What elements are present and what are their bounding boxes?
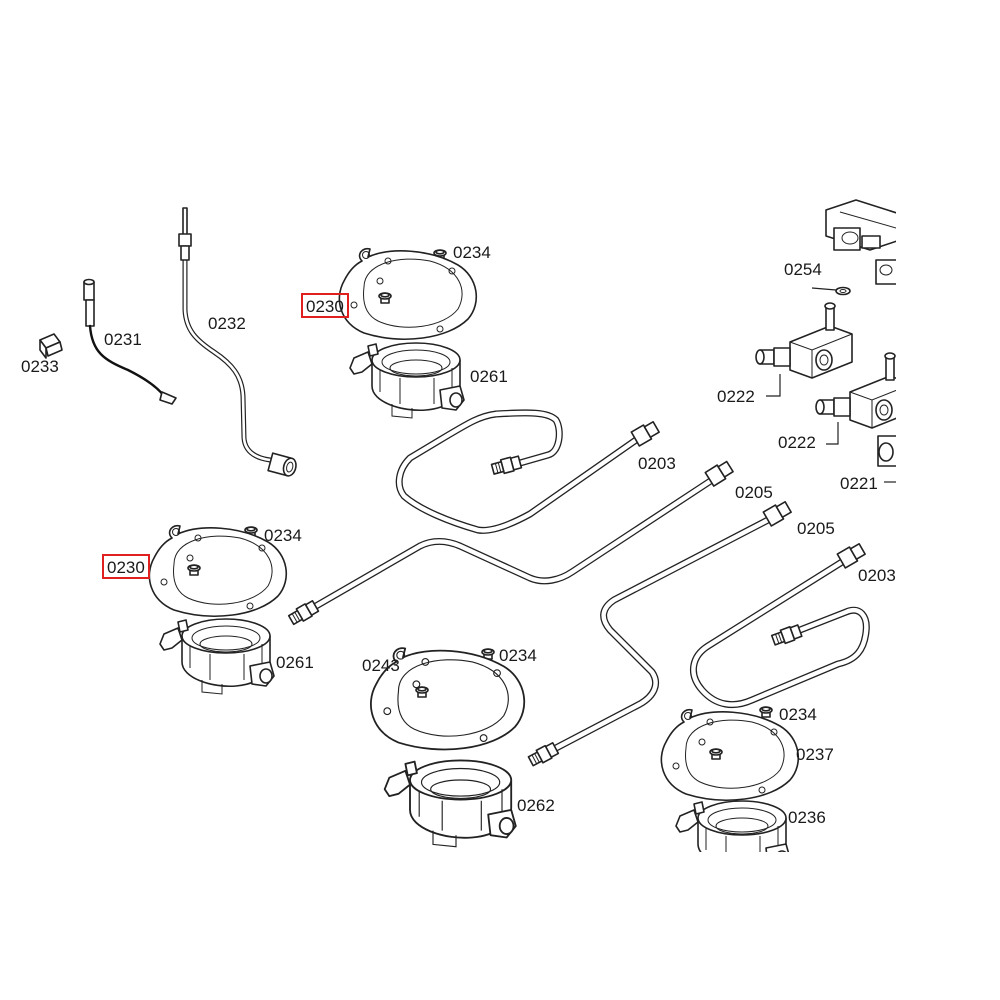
screw-0234-right: [759, 706, 773, 718]
gasket-screw-right: [709, 748, 723, 760]
clip-0233: [39, 333, 63, 359]
burner-assembly-center: [370, 647, 526, 848]
pipe-fitting-0205-left: [286, 599, 320, 627]
pipe-fitting-0205-right: [526, 741, 560, 769]
burner-0261-left: [159, 618, 275, 695]
leader-0222-b: [826, 422, 839, 445]
label-0203-top: 0203: [638, 454, 676, 473]
leader-0254: [811, 287, 837, 291]
control-valves: [755, 199, 896, 467]
burner-assembly-top: [338, 247, 478, 419]
label-0203-right: 0203: [858, 566, 896, 585]
burner-assembly-right: [660, 706, 800, 852]
valve-bracket: [825, 199, 896, 285]
gas-pipe-0205-right: [526, 501, 792, 769]
label-0236: 0236: [788, 808, 826, 827]
label-0261-left: 0261: [276, 653, 314, 672]
highlight-box-0230-top: [301, 293, 349, 318]
burner-assembly-left: [148, 524, 288, 695]
valve-0222-a: [755, 302, 853, 379]
label-0230-top: 0230: [306, 297, 344, 316]
label-0232: 0232: [208, 314, 246, 333]
gasket-screw-center: [415, 686, 429, 698]
gas-pipe-0203-top: [395, 409, 660, 534]
label-0237: 0237: [796, 745, 834, 764]
label-0221: 0221: [840, 474, 878, 493]
ignition-electrode-0231: [83, 278, 177, 405]
gas-pipe-0205-left: [286, 460, 734, 627]
valve-0221: [877, 435, 896, 467]
pipe-fitting-0203-right: [770, 623, 803, 648]
burner-0262: [383, 759, 517, 848]
label-0222-b: 0222: [778, 433, 816, 452]
label-0234-left: 0234: [264, 526, 302, 545]
thermocouple-0232: [178, 207, 297, 477]
label-0234-right: 0234: [779, 705, 817, 724]
gasket-screw-top: [378, 292, 392, 304]
label-0261-top: 0261: [470, 367, 508, 386]
label-0234-top: 0234: [453, 243, 491, 262]
leader-0222-a: [766, 374, 781, 397]
gasket-0237: [660, 708, 800, 801]
label-0205-right: 0205: [797, 519, 835, 538]
label-0243: 0243: [362, 656, 400, 675]
label-0234-center: 0234: [499, 646, 537, 665]
label-0231: 0231: [104, 330, 142, 349]
label-0230-left: 0230: [107, 558, 145, 577]
burner-0236: [675, 800, 791, 852]
label-0205-left: 0205: [735, 483, 773, 502]
label-0262: 0262: [517, 796, 555, 815]
washer-0254: [835, 286, 851, 296]
pipe-fitting-0203-top: [490, 454, 523, 477]
label-0254: 0254: [784, 260, 822, 279]
gas-pipe-0203-right: [690, 543, 870, 709]
gasket-0230-top: [338, 247, 478, 340]
gasket-screw-left: [187, 564, 201, 576]
label-0233: 0233: [21, 357, 59, 376]
highlight-box-0230-left: [102, 554, 150, 579]
label-0222-a: 0222: [717, 387, 755, 406]
burner-0261-top: [349, 342, 465, 419]
